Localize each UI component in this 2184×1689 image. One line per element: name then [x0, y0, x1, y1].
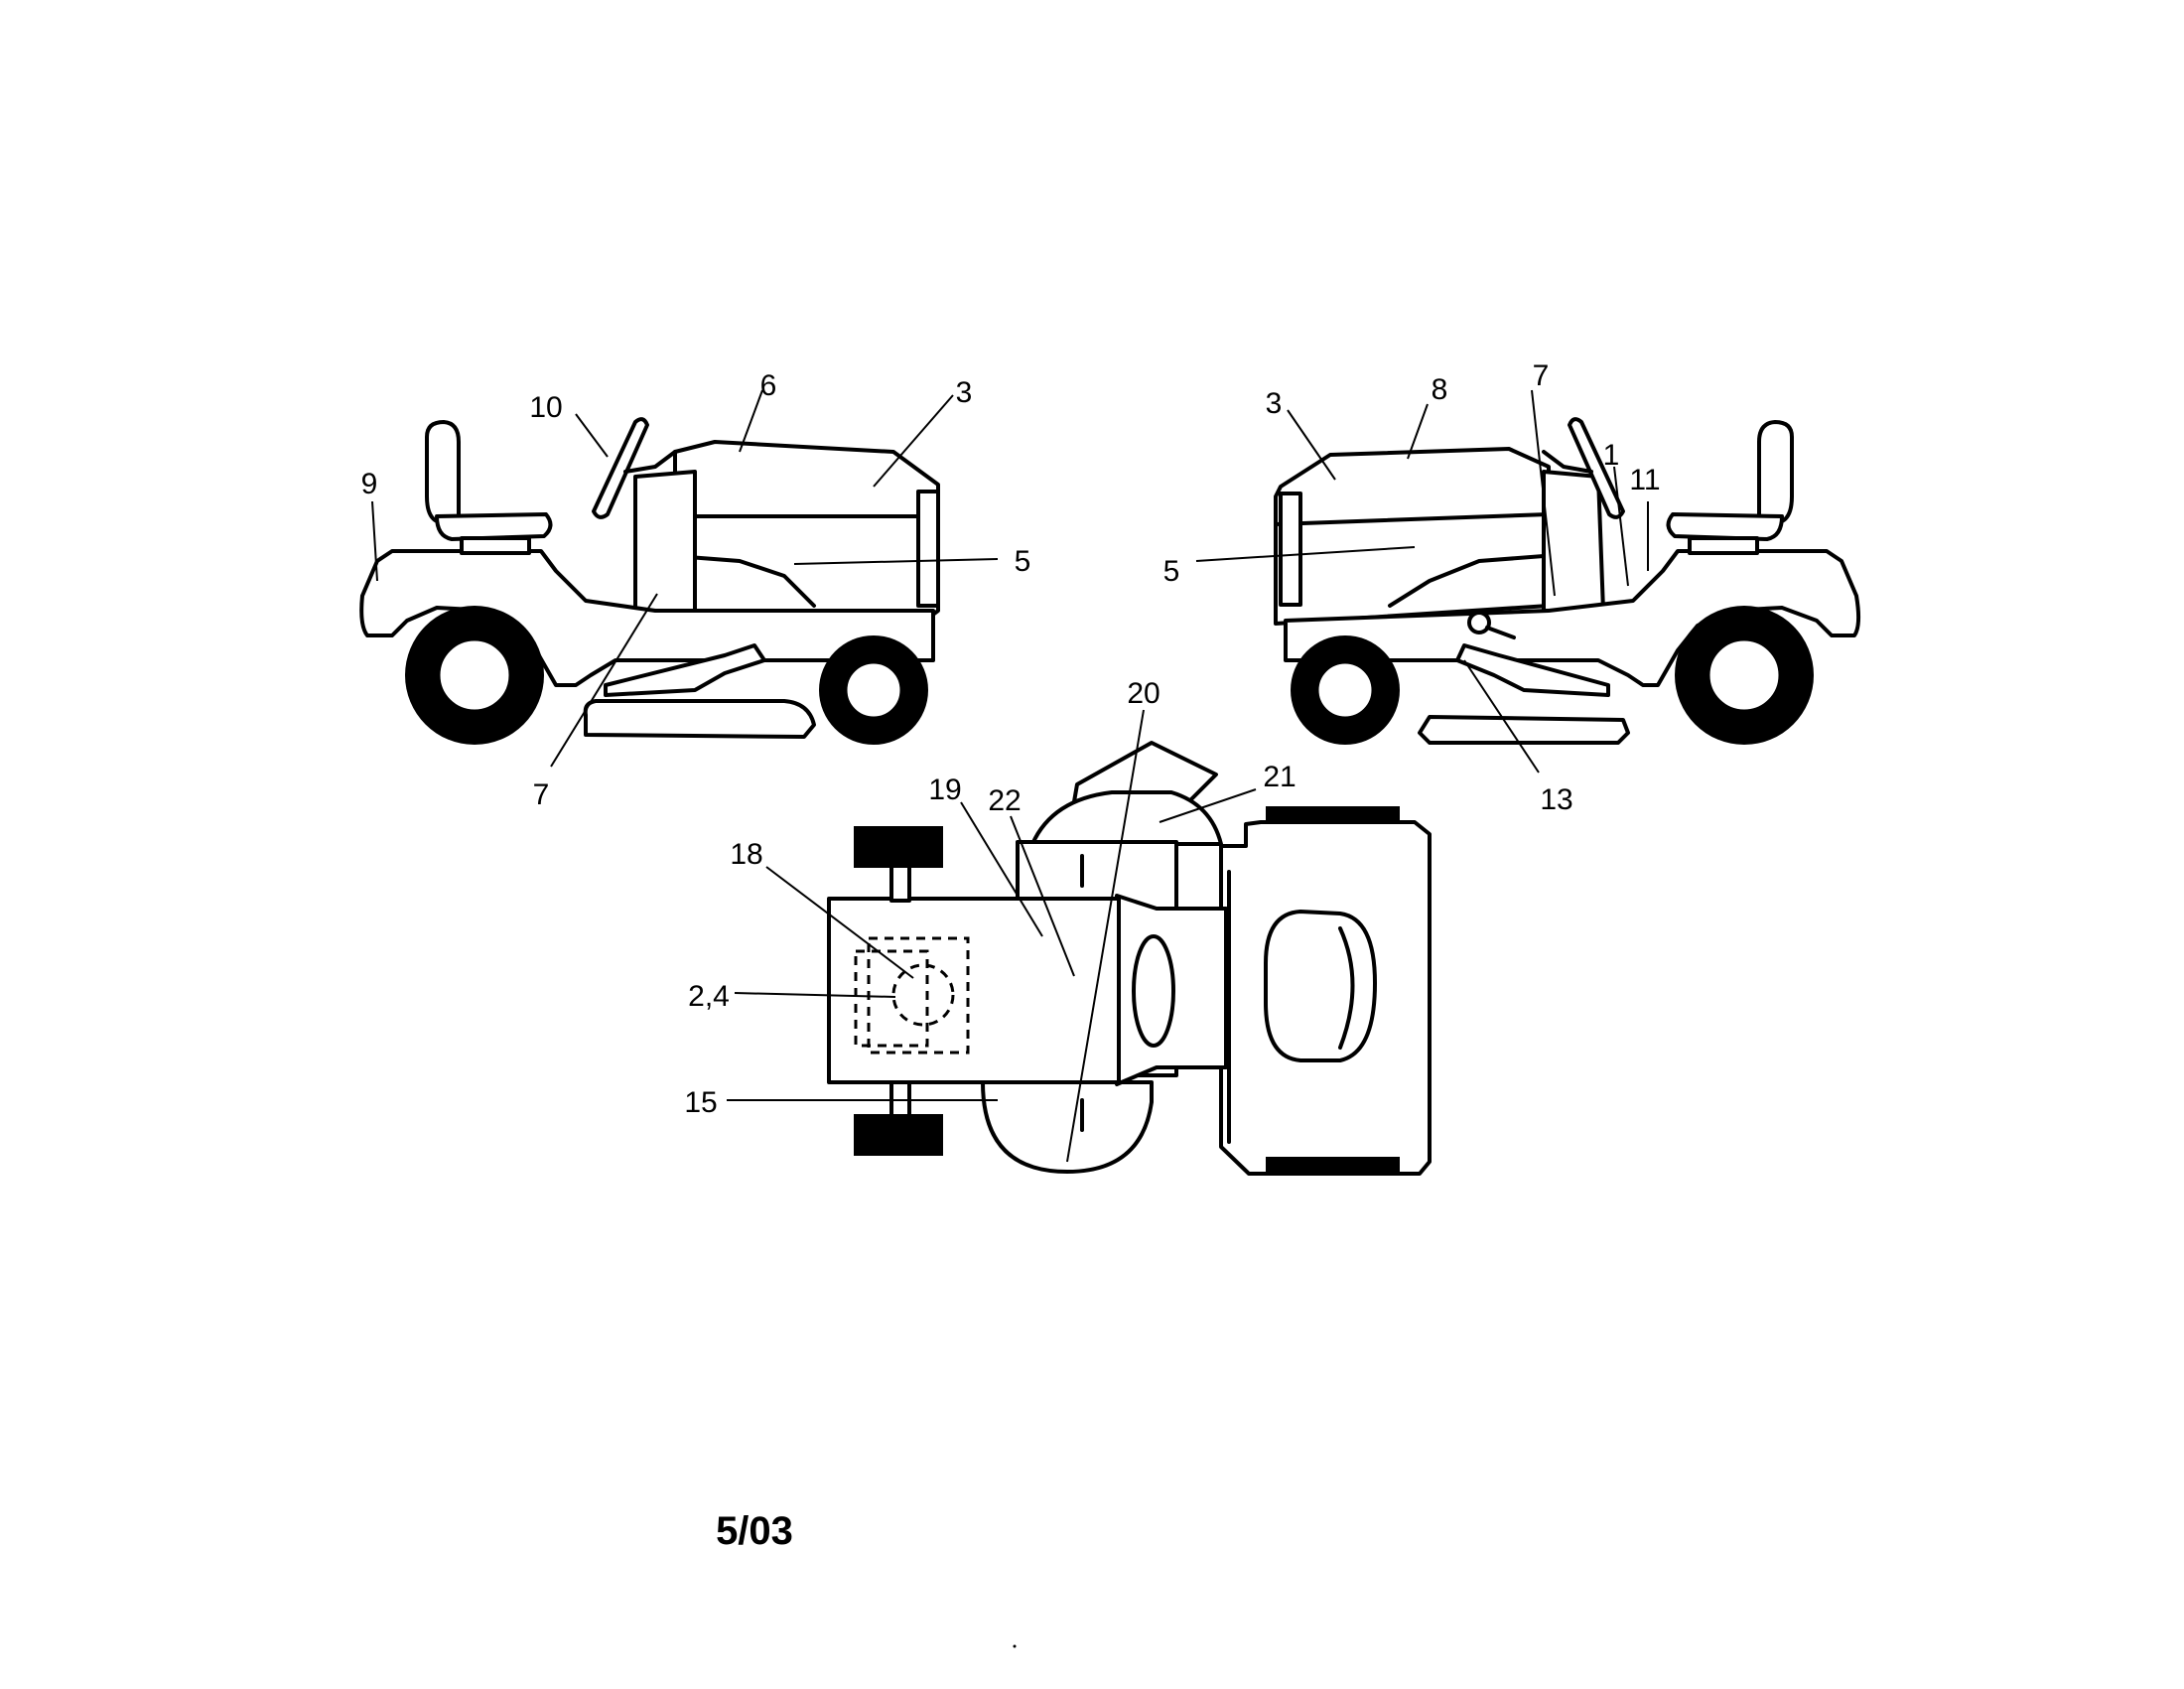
top-steering-wheel: [1132, 934, 1175, 1048]
top-view-tractor: 20 19 22 21 18 2,4 15: [684, 677, 1432, 1176]
left-seat-cushion: [435, 512, 553, 541]
right-running-board: [1455, 643, 1610, 697]
label-10: 10: [529, 391, 562, 424]
label-13: 13: [1540, 783, 1572, 816]
right-hood: [1274, 447, 1551, 626]
top-seat: [1264, 910, 1377, 1062]
right-gear-lever-knob: [1467, 611, 1491, 634]
label-2-4: 2,4: [688, 980, 730, 1013]
right-mower-deck: [1418, 715, 1630, 745]
label-21: 21: [1263, 761, 1296, 793]
left-side-view-tractor: 10 6 3 9 5 7: [359, 369, 1031, 811]
speck: [1013, 1644, 1017, 1648]
right-seat-cushion: [1666, 512, 1784, 541]
label-7: 7: [533, 778, 550, 811]
top-hood: [827, 897, 1121, 1084]
left-seat-base: [460, 536, 531, 555]
right-side-view-tractor: 3 8 7 1 11 5 13: [1163, 359, 1861, 816]
label-11: 11: [1629, 464, 1660, 496]
right-seat-back: [1757, 420, 1794, 523]
top-front-axle-top: [889, 864, 911, 903]
label-18: 18: [730, 838, 762, 871]
top-decal-circle: [891, 963, 955, 1027]
left-running-board: [604, 643, 766, 697]
label-3: 3: [956, 376, 973, 409]
label-19: 19: [928, 774, 961, 806]
label-6: 6: [760, 369, 777, 402]
right-grille: [1279, 492, 1302, 607]
right-dash-column: [1542, 470, 1605, 613]
left-mower-deck: [583, 699, 816, 739]
top-front-tire-bottom: [854, 1114, 943, 1156]
left-seat-back: [425, 420, 461, 523]
label-15: 15: [684, 1086, 717, 1119]
top-mower-deck-upper: [1030, 790, 1223, 846]
label-5: 5: [1015, 545, 1031, 578]
top-rear-tire-bottom: [1266, 1157, 1400, 1175]
label-7: 7: [1533, 359, 1550, 392]
top-mower-deck: [981, 1080, 1154, 1174]
left-grille: [916, 490, 940, 608]
date-code: 5/03: [716, 1509, 793, 1553]
label-9: 9: [361, 468, 378, 500]
top-front-tire-top: [854, 826, 943, 868]
label-1: 1: [1603, 439, 1620, 472]
top-rear-tire-top: [1266, 806, 1400, 824]
label-3: 3: [1266, 387, 1283, 420]
left-dash-column: [633, 470, 697, 618]
label-22: 22: [988, 784, 1021, 817]
label-5: 5: [1163, 555, 1180, 588]
top-decal-outline-outer: [854, 949, 929, 1048]
left-steering-wheel: [592, 417, 649, 519]
label-8: 8: [1432, 373, 1448, 406]
right-seat-base: [1688, 536, 1759, 555]
label-20: 20: [1127, 677, 1160, 710]
